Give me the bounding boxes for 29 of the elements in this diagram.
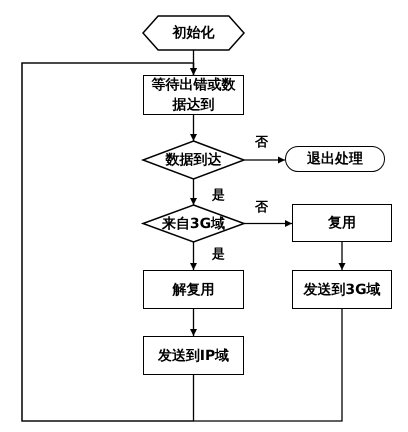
arrow: [190, 309, 197, 336]
node-text: 数据到达: [164, 151, 222, 170]
edge-label: 是: [212, 247, 225, 262]
node-text: 来自3G域: [160, 214, 226, 234]
decision-diamond: [143, 205, 244, 242]
node-text: 等待出错或数据达到: [150, 76, 236, 115]
arrow: [190, 242, 197, 270]
node-text: 退出处理: [306, 150, 364, 169]
node-text: 发送到3G域: [302, 280, 382, 300]
node-text: 初始化: [171, 24, 216, 43]
edge-label: 否: [255, 200, 268, 215]
node-text: 发送到IP域: [156, 346, 230, 366]
process-box: [143, 75, 244, 115]
edge-label: 是: [212, 188, 225, 203]
process-box: [143, 336, 244, 375]
node-text: 复用: [327, 214, 357, 233]
process-box: [143, 270, 244, 309]
arrow: [244, 220, 292, 227]
process-box: [292, 270, 392, 309]
arrow: [190, 115, 197, 141]
arrow: [190, 179, 197, 205]
edge-label: 否: [255, 135, 268, 150]
arrow: [244, 156, 285, 164]
node-text: 解复用: [171, 280, 216, 300]
start-hexagon: [143, 16, 244, 50]
arrow: [21, 62, 343, 422]
arrow: [338, 242, 346, 270]
decision-diamond: [143, 141, 244, 179]
process-box: [292, 204, 392, 242]
